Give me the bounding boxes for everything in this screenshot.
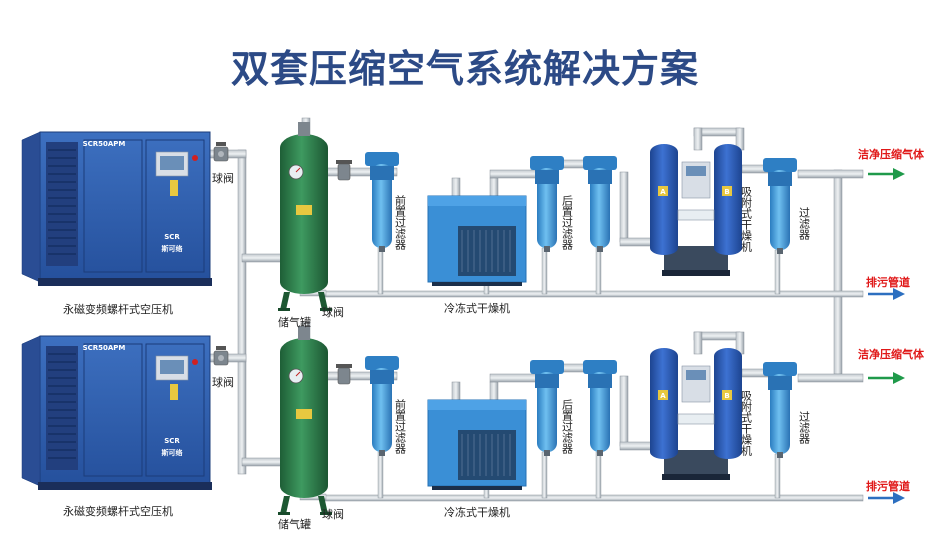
adsorption-dryer-label: 吸附式干燥机 [740, 186, 753, 252]
compressor-label: 永磁变频螺杆式空压机 [63, 504, 173, 518]
pre-filter-label: 前置过滤器 [394, 398, 407, 455]
drain-label: 排污管道 [866, 479, 910, 493]
fridge-dryer-label: 冷冻式干燥机 [444, 301, 510, 315]
compressor-logo: SCR [164, 233, 180, 241]
compressor-logo: SCR [164, 437, 180, 445]
tank-label: 储气罐 [278, 517, 311, 531]
tank-valve-label: 球阀 [322, 305, 344, 319]
post-filter-label: 后置过滤器 [561, 399, 574, 455]
compressor-brand: 斯可络 [162, 448, 183, 457]
pre-filter-label: 前置过滤器 [394, 194, 407, 251]
compressor-brand: 斯可络 [162, 244, 183, 253]
clean-air-label: 洁净压缩气体 [858, 347, 925, 361]
outlet-valve-label: 球阀 [212, 375, 234, 389]
clean-air-label: 洁净压缩气体 [858, 147, 925, 161]
final-filter-label: 过滤器 [798, 411, 811, 445]
compressor-model: SCR50APM [83, 140, 126, 148]
unit-2 [20, 320, 907, 517]
compressor-label: 永磁变频螺杆式空压机 [63, 302, 173, 316]
page-title: 双套压缩空气系统解决方案 [230, 47, 699, 91]
final-filter-label: 过滤器 [798, 207, 811, 241]
drain-label: 排污管道 [866, 275, 910, 289]
post-filter-label: 后置过滤器 [561, 195, 574, 251]
adsorption-dryer-label: 吸附式干燥机 [740, 390, 753, 456]
tank-label: 储气罐 [278, 315, 311, 329]
tank-valve-label: 球阀 [322, 507, 344, 521]
unit-2-labels: SCR50APM SCR 斯可络 永磁变频螺杆式空压机 球阀 储气罐 球阀 前置… [63, 344, 925, 531]
unit-1 [20, 116, 907, 313]
outlet-valve-label: 球阀 [212, 171, 234, 185]
compressor-model: SCR50APM [83, 344, 126, 352]
unit-1-labels: SCR50APM SCR 斯可络 永磁变频螺杆式空压机 球阀 储气罐 球阀 前置… [63, 140, 925, 329]
fridge-dryer-label: 冷冻式干燥机 [444, 505, 510, 519]
